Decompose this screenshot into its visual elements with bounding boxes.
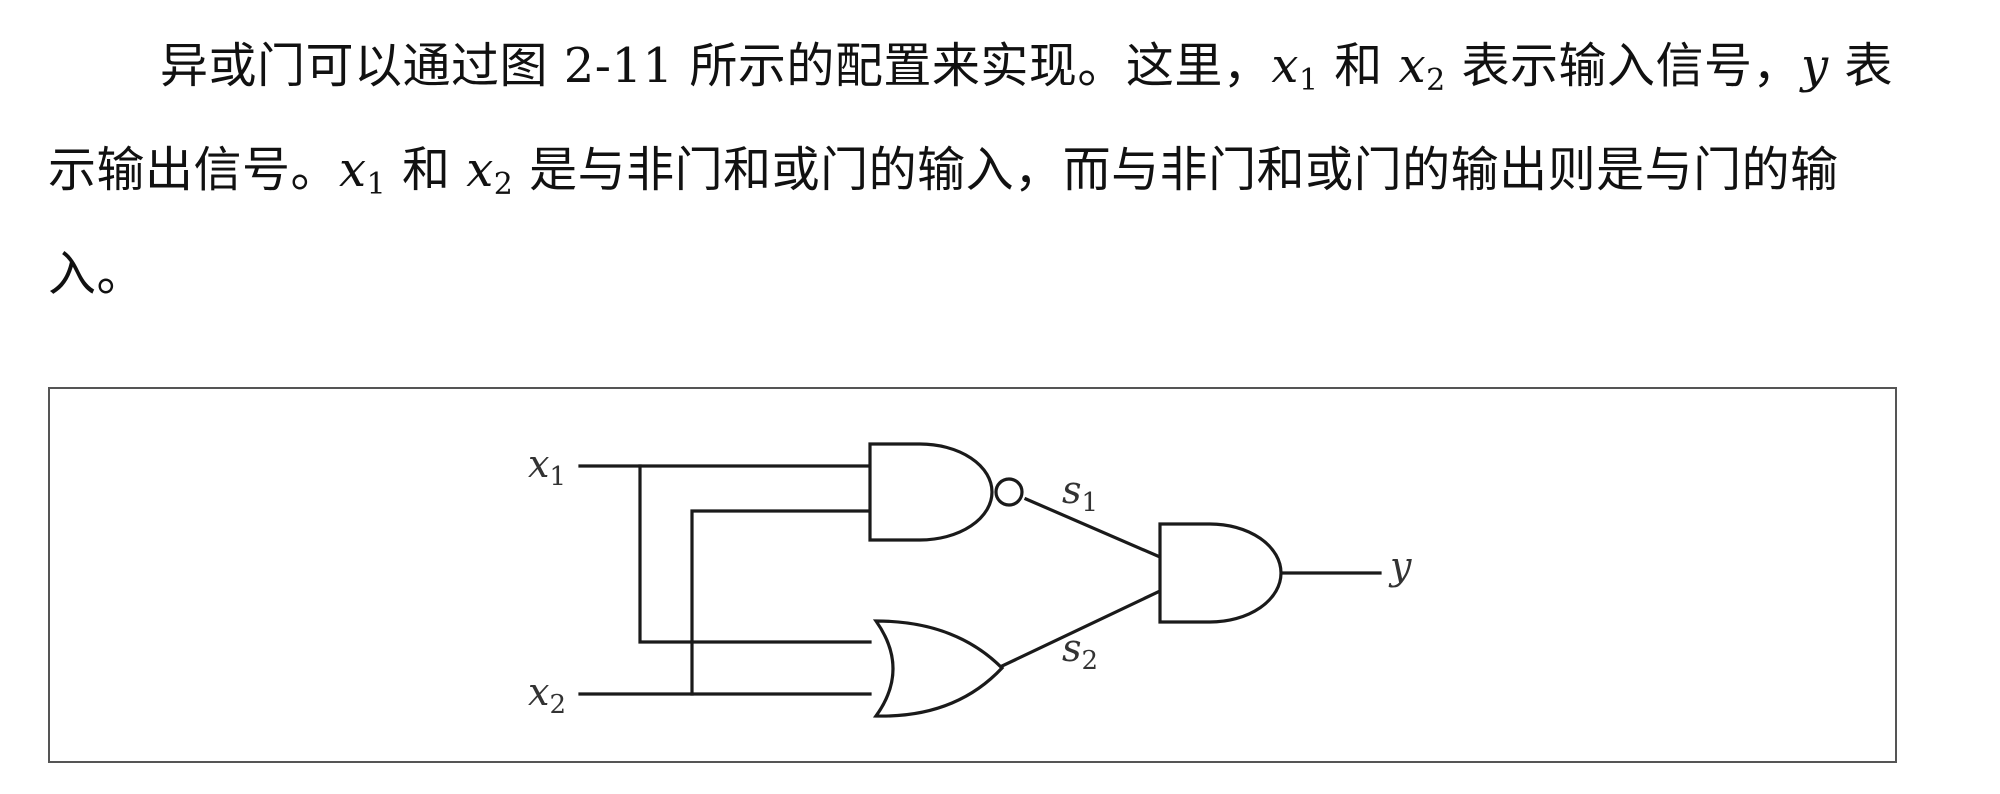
var-x1-second: x1 xyxy=(339,142,387,202)
wire-s2 xyxy=(997,588,1163,670)
or-gate xyxy=(872,619,1005,718)
text-intro: 异或门可以通过图 2-11 所示的配置来实现。这里， xyxy=(160,38,1272,94)
var-x2-second: x2 xyxy=(466,142,514,202)
text-and-2: 和 xyxy=(386,142,467,198)
var-x1: x1 xyxy=(1271,38,1319,98)
wires xyxy=(578,464,1382,696)
xor-circuit-diagram: x1 x2 s1 s2 y xyxy=(528,442,1412,720)
text-gates-description: 是与非门和或门的输入，而与非门和或门的输出则是与门的输入。 xyxy=(48,142,1839,302)
nand-inversion-bubble xyxy=(994,477,1024,507)
body-paragraph: 异或门可以通过图 2-11 所示的配置来实现。这里，x1 和 x2 表示输入信号… xyxy=(48,14,1908,326)
text-input-signal: 表示输入信号， xyxy=(1445,38,1801,94)
var-y: y xyxy=(1801,38,1829,94)
input-label-x1: x1 xyxy=(528,442,566,492)
text-output-signal: 表示输出信号。 xyxy=(48,38,1893,198)
input-label-x2: x2 xyxy=(528,670,566,720)
text-and-1: 和 xyxy=(1318,38,1399,94)
var-x2: x2 xyxy=(1398,38,1446,98)
wire-x2-branch xyxy=(690,509,872,696)
wire-x1-branch xyxy=(638,464,872,644)
nand-gate xyxy=(868,442,1024,542)
and-gate xyxy=(1158,522,1283,624)
signal-label-s1: s1 xyxy=(1062,468,1098,518)
signal-label-s2: s2 xyxy=(1062,626,1098,676)
circuit-figure: x1 x2 s1 s2 y xyxy=(48,387,1897,763)
wire-s1 xyxy=(1023,496,1163,560)
output-label-y: y xyxy=(1388,544,1412,588)
